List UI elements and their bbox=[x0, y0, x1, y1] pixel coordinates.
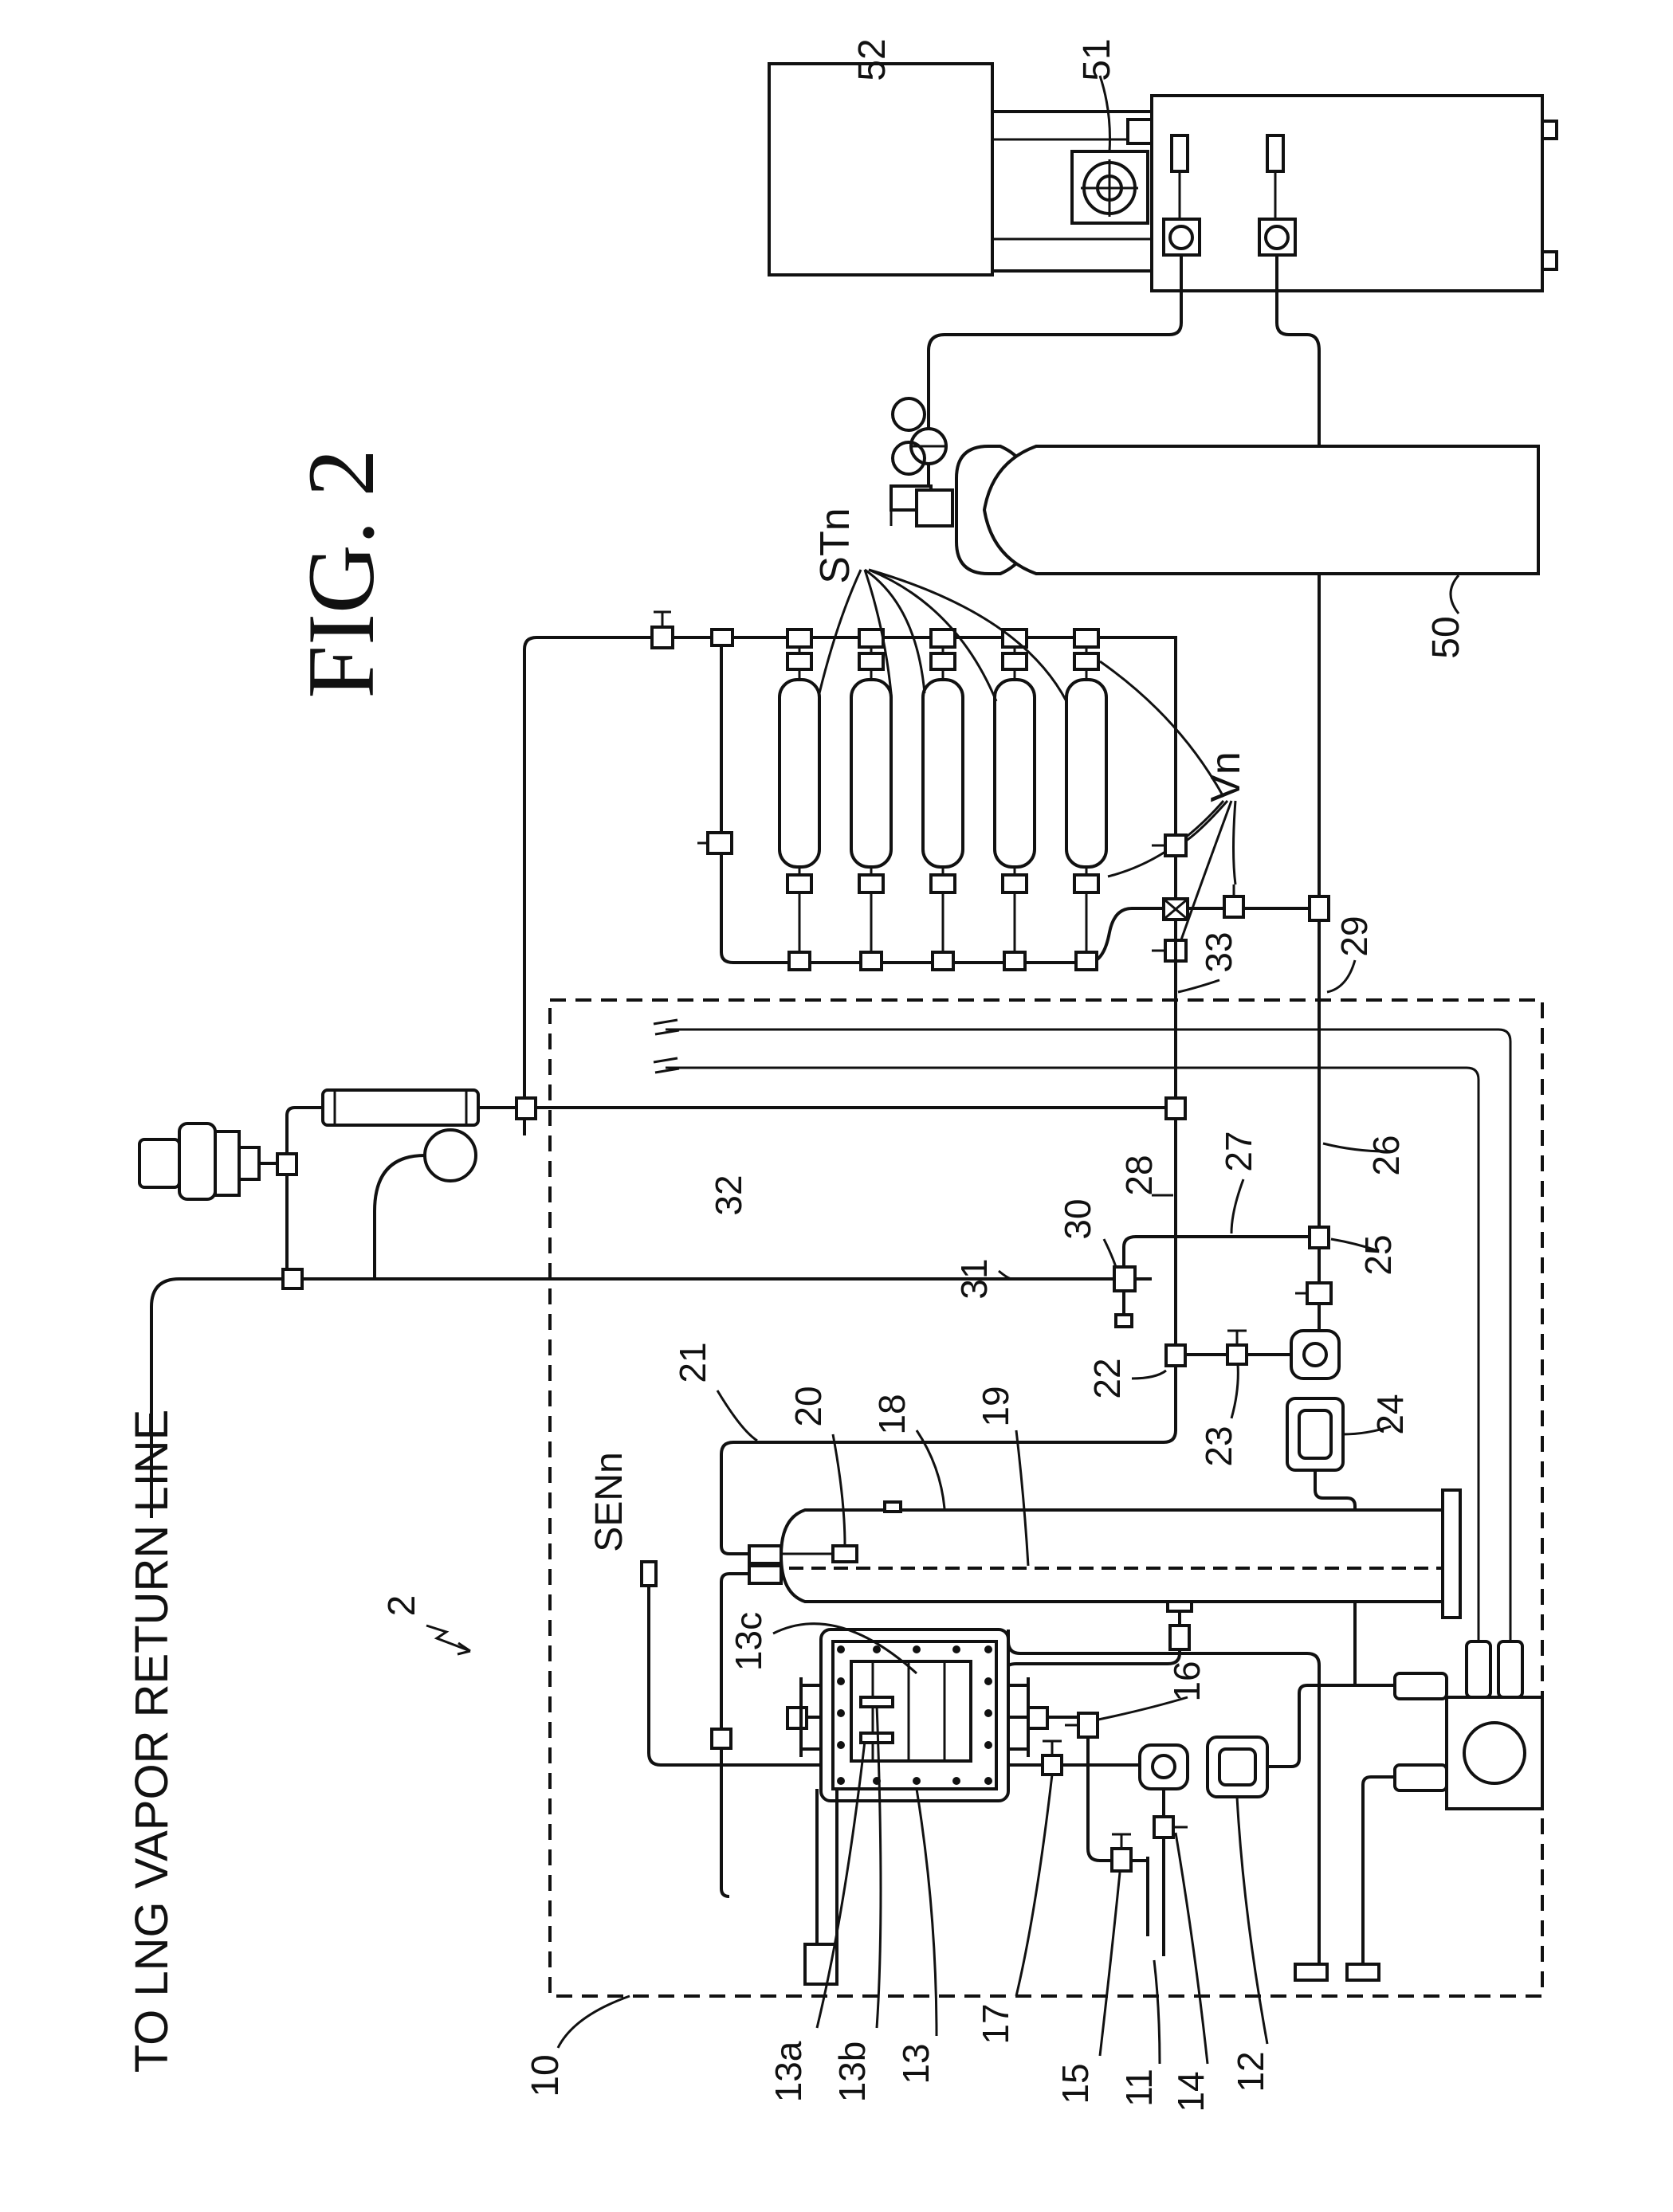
sample-cylinder-5 bbox=[1066, 629, 1106, 970]
pump-14 bbox=[1140, 1745, 1188, 1956]
label-51: 51 bbox=[1076, 38, 1118, 80]
label-21: 21 bbox=[672, 1342, 713, 1382]
supply-line-left bbox=[929, 255, 1181, 430]
label-23: 23 bbox=[1198, 1426, 1239, 1466]
label-16: 16 bbox=[1166, 1661, 1208, 1701]
label-15: 15 bbox=[1054, 2063, 1096, 2104]
exhaust-assembly bbox=[139, 1090, 1185, 1288]
label-13b: 13b bbox=[831, 2041, 873, 2103]
meter-24 bbox=[1287, 1331, 1355, 1665]
figure-title: FIG. 2 bbox=[288, 449, 394, 698]
label-SENn: SENn bbox=[588, 1452, 630, 1551]
label-29: 29 bbox=[1333, 916, 1375, 956]
label-22: 22 bbox=[1086, 1358, 1128, 1398]
valve-16 bbox=[1047, 1713, 1098, 1849]
valve-17 bbox=[1043, 1741, 1140, 1775]
label-27: 27 bbox=[1218, 1131, 1259, 1171]
label-11: 11 bbox=[1118, 2069, 1160, 2107]
label-12: 12 bbox=[1230, 2051, 1271, 2092]
label-52: 52 bbox=[851, 38, 893, 80]
meter-12 bbox=[1208, 1685, 1395, 1797]
controller bbox=[1347, 1641, 1542, 1980]
label-25: 25 bbox=[1357, 1234, 1399, 1275]
vent-valves bbox=[1152, 835, 1329, 961]
label-31: 31 bbox=[953, 1258, 995, 1299]
label-32: 32 bbox=[708, 1175, 749, 1215]
sample-cylinder-4 bbox=[995, 629, 1035, 970]
valve-15 bbox=[1088, 1834, 1148, 1871]
chamber-13 bbox=[787, 1630, 1327, 1984]
regulator bbox=[891, 398, 952, 526]
label-STn: STn bbox=[812, 508, 858, 583]
label-33: 33 bbox=[1198, 931, 1239, 972]
label-Vn: Vn bbox=[1203, 751, 1249, 802]
label-24: 24 bbox=[1369, 1394, 1411, 1434]
label-28: 28 bbox=[1118, 1155, 1160, 1195]
label-10: 10 bbox=[524, 2054, 567, 2096]
supply-line-right bbox=[1277, 255, 1319, 1291]
column-18 bbox=[749, 1490, 1460, 1618]
label-13c: 13c bbox=[728, 1612, 769, 1671]
sample-cylinder-3 bbox=[923, 629, 963, 970]
sample-cylinders bbox=[780, 629, 1106, 970]
label-50: 50 bbox=[1425, 616, 1467, 658]
label-30: 30 bbox=[1057, 1198, 1098, 1239]
label-26: 26 bbox=[1365, 1135, 1407, 1175]
valve-30 bbox=[1114, 1237, 1315, 1327]
label-2: 2 bbox=[381, 1595, 423, 1617]
label-18: 18 bbox=[871, 1394, 913, 1434]
cabinet bbox=[1152, 96, 1557, 291]
label-14: 14 bbox=[1170, 2071, 1212, 2112]
label-13: 13 bbox=[895, 2043, 937, 2084]
sample-cylinder-1 bbox=[780, 629, 819, 970]
valve-23 bbox=[1185, 1331, 1291, 1364]
sample-cylinder-2 bbox=[851, 629, 891, 970]
label-17: 17 bbox=[975, 2003, 1016, 2044]
label-20: 20 bbox=[787, 1386, 829, 1426]
label-13a: 13a bbox=[768, 2041, 809, 2102]
junction-22 bbox=[1166, 1345, 1185, 1366]
label-19: 19 bbox=[975, 1386, 1016, 1426]
